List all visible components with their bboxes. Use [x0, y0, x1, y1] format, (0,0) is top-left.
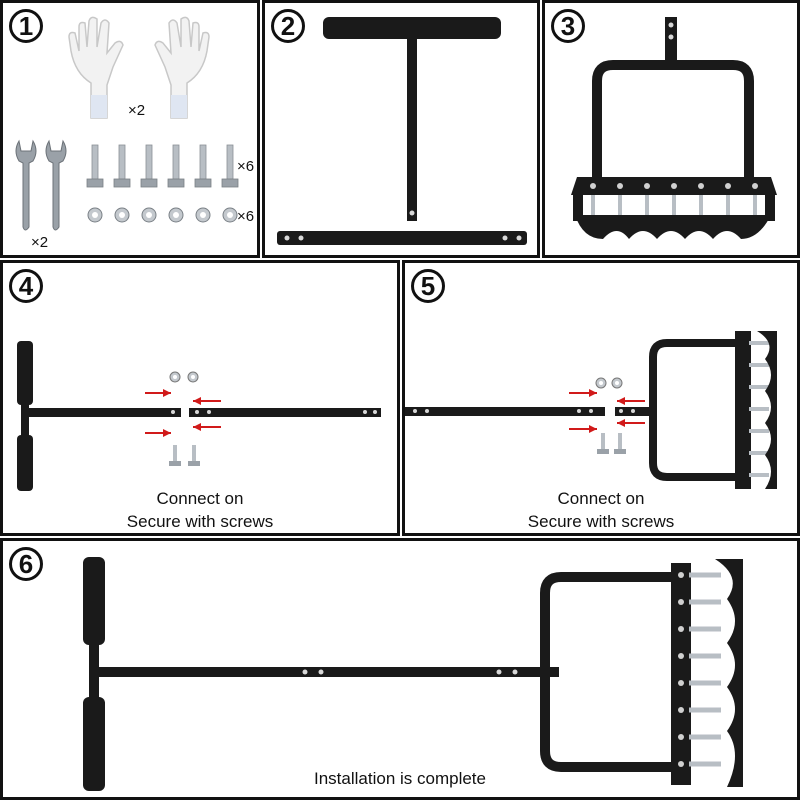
assembled-aerator-illustration: [83, 557, 743, 791]
head-base: [575, 215, 771, 239]
extension-pole: [277, 231, 527, 245]
head-socket: [665, 17, 677, 65]
step-1-panel: 1 ×2 ×2 ×6 ×6: [0, 0, 260, 258]
step-5-caption-line2: Secure with screws: [527, 512, 675, 531]
step-number-4: 4: [9, 269, 43, 303]
bolt-quantity: ×6: [237, 158, 254, 175]
tine-row: [573, 183, 775, 223]
wrench-icon: [15, 139, 37, 231]
wrench-icon: [45, 139, 67, 231]
tine-column: [749, 341, 769, 477]
step-number-2: 2: [271, 9, 305, 43]
head-base: [715, 559, 743, 787]
connect-head-illustration: [405, 331, 777, 489]
handle-bar: [29, 408, 181, 417]
aerator-head-illustration: [571, 17, 777, 239]
nut-icon: [595, 377, 623, 389]
glove-quantity: ×2: [128, 102, 145, 119]
assembled-pole: [99, 667, 559, 677]
t-handle-grip: [323, 17, 501, 39]
connect-arrows: [145, 389, 221, 437]
nut-quantity: ×6: [237, 208, 254, 225]
parts-illustration: ×2 ×2 ×6 ×6: [15, 16, 254, 251]
glove-icon: [154, 16, 210, 119]
connect-handle-illustration: [17, 341, 381, 491]
step-number-3: 3: [551, 9, 585, 43]
nut-icon: [169, 371, 199, 383]
tine-column: [678, 572, 721, 767]
handle-grip-bottom: [83, 697, 105, 791]
nut-row: [87, 207, 238, 223]
step-5-panel: 5 Connect on Secure with screws: [402, 260, 800, 536]
head-frame: [592, 60, 754, 181]
step-5-caption-line1: Connect on: [557, 489, 645, 508]
step-4-panel: 4 Connect on Secure with screws: [0, 260, 400, 536]
extension-bar: [189, 408, 381, 417]
bolt-icon: [597, 433, 626, 454]
step-6-caption: Installation is complete: [314, 769, 486, 788]
step-number-1: 1: [9, 9, 43, 43]
handle-grip-top: [83, 557, 105, 645]
bolt-row: [86, 144, 239, 188]
head-frame: [649, 339, 739, 481]
bolt-icon: [169, 445, 200, 466]
t-handle-shaft: [407, 37, 417, 221]
step-2-panel: 2: [262, 0, 540, 258]
head-base: [757, 331, 777, 489]
head-frame: [540, 572, 679, 772]
connect-arrows: [569, 389, 645, 433]
wrench-quantity: ×2: [31, 234, 48, 251]
step-4-caption-line2: Secure with screws: [126, 512, 274, 531]
step-3-panel: 3: [542, 0, 800, 258]
glove-icon: [68, 16, 124, 119]
step-4-caption-line1: Connect on: [156, 489, 244, 508]
t-handle-illustration: [277, 17, 527, 245]
step-6-panel: 6 Installation is complete: [0, 538, 800, 800]
step-number-5: 5: [411, 269, 445, 303]
pole-bar: [405, 407, 605, 416]
step-number-6: 6: [9, 547, 43, 581]
